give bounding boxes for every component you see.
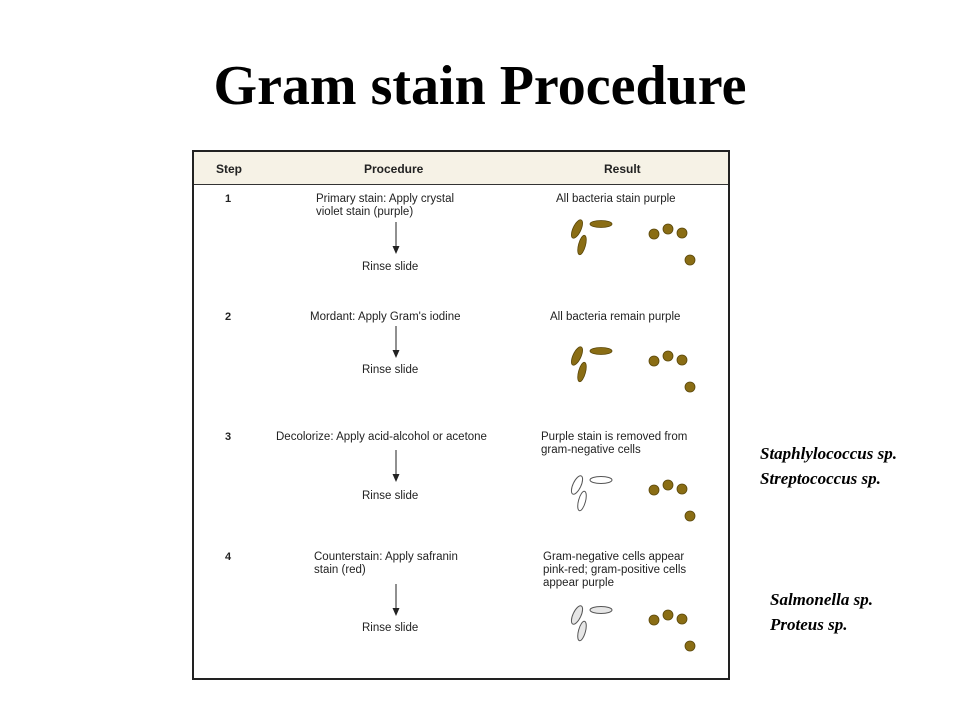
coccus-cell xyxy=(662,350,674,362)
coccus-cell xyxy=(662,479,674,491)
table-row: 4 Counterstain: Apply safranin stain (re… xyxy=(194,548,728,678)
table-header: Step Procedure Result xyxy=(194,152,728,185)
coccus-cell xyxy=(676,613,688,625)
result-line: pink-red; gram-positive cells xyxy=(543,564,687,576)
rod-cell xyxy=(577,620,587,642)
gram-stain-table: Step Procedure Result 1 Primary stain: A… xyxy=(192,150,730,680)
rod-cell xyxy=(589,220,613,228)
stained-cells-illustration xyxy=(571,346,696,393)
rinse-slide-label: Rinse slide xyxy=(362,364,419,376)
organism-label: Salmonella sp. xyxy=(770,590,873,609)
rod-cell xyxy=(577,490,587,512)
counterstained-cells-illustration xyxy=(570,605,696,652)
procedure-line: Decolorize: Apply acid-alcohol or aceton… xyxy=(276,431,487,443)
stained-cells-illustration xyxy=(571,219,696,266)
table-row: 2 Mordant: Apply Gram's iodine Rinse sli… xyxy=(194,308,728,426)
coccus-cell xyxy=(676,483,688,495)
gram-positive-examples: Staphlylococcus sp. Streptococcus sp. xyxy=(760,441,897,491)
procedure-line: violet stain (purple) xyxy=(316,206,414,218)
rinse-slide-label: Rinse slide xyxy=(362,490,419,502)
coccus-cell xyxy=(676,227,688,239)
header-step: Step xyxy=(216,162,243,176)
procedure-line: Primary stain: Apply crystal xyxy=(316,193,455,205)
decolorized-cells-illustration xyxy=(570,475,696,522)
coccus-cell xyxy=(648,614,660,626)
down-arrow-icon xyxy=(392,450,400,482)
procedure-line: stain (red) xyxy=(314,564,366,576)
rod-cell xyxy=(589,347,613,355)
rod-cell xyxy=(571,346,583,366)
procedure-line: Counterstain: Apply safranin xyxy=(314,551,458,563)
rod-cell xyxy=(589,606,613,614)
result-line: All bacteria remain purple xyxy=(550,311,681,323)
result-line: Purple stain is removed from xyxy=(541,431,688,443)
table-row: 1 Primary stain: Apply crystal violet st… xyxy=(194,190,728,308)
rinse-slide-label: Rinse slide xyxy=(362,261,419,273)
result-line: appear purple xyxy=(543,577,614,589)
rod-cell xyxy=(571,219,583,239)
result-line: Gram-negative cells appear xyxy=(543,551,685,563)
page-title: Gram stain Procedure xyxy=(213,55,747,117)
table-row: 3 Decolorize: Apply acid-alcohol or acet… xyxy=(194,428,728,546)
rinse-slide-label: Rinse slide xyxy=(362,622,419,634)
coccus-cell xyxy=(648,355,660,367)
organism-label: Staphlylococcus sp. xyxy=(760,444,897,463)
rod-cell xyxy=(570,605,584,625)
coccus-cell xyxy=(684,254,696,266)
organism-label: Proteus sp. xyxy=(770,615,848,634)
organism-label: Streptococcus sp. xyxy=(760,469,881,488)
rod-cell xyxy=(577,234,587,256)
header-procedure: Procedure xyxy=(364,162,424,176)
down-arrow-icon xyxy=(392,222,400,254)
step-number: 3 xyxy=(225,431,232,443)
step-number: 2 xyxy=(225,311,232,323)
rod-cell xyxy=(570,475,584,495)
coccus-cell xyxy=(662,609,674,621)
header-result: Result xyxy=(604,162,641,176)
coccus-cell xyxy=(684,640,696,652)
coccus-cell xyxy=(676,354,688,366)
coccus-cell xyxy=(662,223,674,235)
step-number: 4 xyxy=(225,551,232,563)
coccus-cell xyxy=(684,381,696,393)
down-arrow-icon xyxy=(392,584,400,616)
result-line: gram-negative cells xyxy=(541,444,641,456)
rod-cell xyxy=(589,476,613,484)
gram-negative-examples: Salmonella sp. Proteus sp. xyxy=(770,587,873,637)
result-line: All bacteria stain purple xyxy=(556,193,676,205)
rod-cell xyxy=(577,361,587,383)
step-number: 1 xyxy=(225,193,232,205)
coccus-cell xyxy=(648,484,660,496)
down-arrow-icon xyxy=(392,326,400,358)
coccus-cell xyxy=(648,228,660,240)
procedure-line: Mordant: Apply Gram's iodine xyxy=(310,311,461,323)
coccus-cell xyxy=(684,510,696,522)
